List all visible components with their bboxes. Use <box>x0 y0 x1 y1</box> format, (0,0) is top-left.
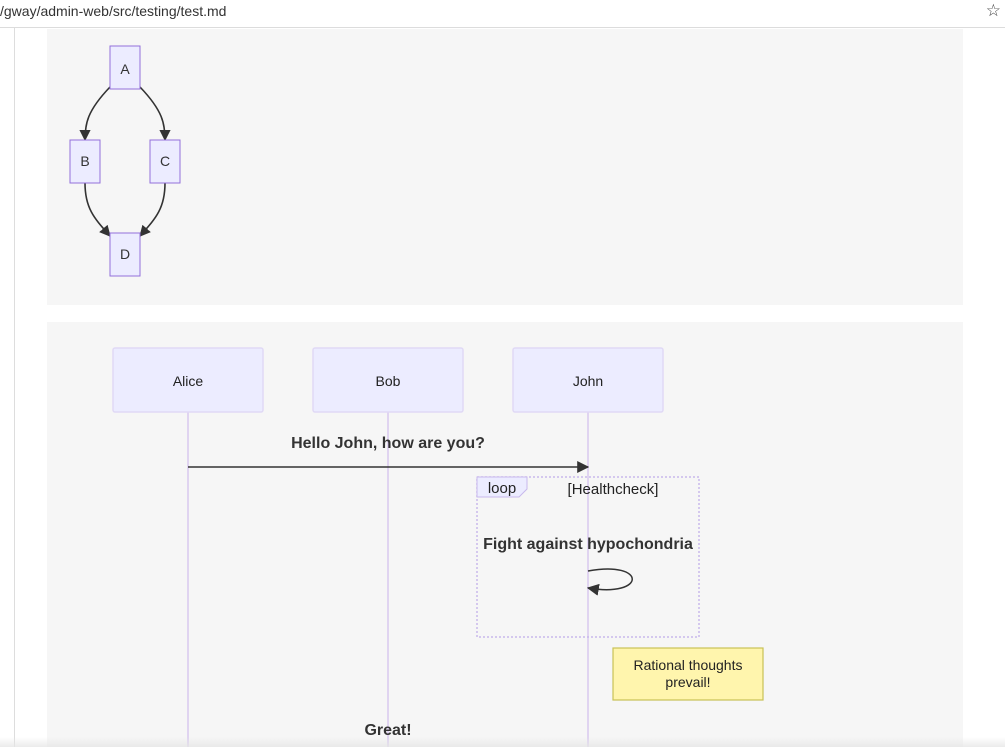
edge-a-c <box>139 86 171 142</box>
actor-john-label: John <box>573 373 603 389</box>
message-great-text: Great! <box>364 722 411 739</box>
message-self-text: Fight against hypochondria <box>483 536 693 553</box>
node-a: A <box>109 45 141 90</box>
actor-john: John <box>512 347 664 413</box>
address-bar[interactable]: /gway/admin-web/src/testing/test.md ☆ <box>0 0 1005 28</box>
note: Rational thoughts prevail! <box>612 647 764 701</box>
actor-bob-label: Bob <box>376 373 401 389</box>
edge-c-d <box>139 182 166 237</box>
node-d: D <box>109 232 141 277</box>
note-line-2: prevail! <box>665 674 710 690</box>
node-c: C <box>149 139 181 184</box>
actor-alice: Alice <box>112 347 264 413</box>
message-self-arrow <box>586 568 633 596</box>
node-b: B <box>69 139 101 184</box>
message-hello-text: Hello John, how are you? <box>291 435 485 452</box>
node-c-label: C <box>160 153 170 169</box>
url-text[interactable]: /gway/admin-web/src/testing/test.md <box>0 3 227 19</box>
loop-title: loop <box>488 480 516 497</box>
loop-box: loop [Healthcheck] <box>476 476 700 638</box>
sequence-panel: Alice Bob John Hello John, how are you? … <box>47 322 963 747</box>
actor-alice-label: Alice <box>173 373 204 389</box>
sequence-diagram: Alice Bob John Hello John, how are you? … <box>112 347 764 747</box>
page-border <box>14 28 15 747</box>
node-a-label: A <box>120 61 130 77</box>
flowchart-diagram: A B C D <box>69 45 181 277</box>
edge-a-b <box>79 86 111 142</box>
flowchart-panel: A B C D <box>47 29 963 305</box>
node-d-label: D <box>120 246 130 262</box>
loop-condition: [Healthcheck] <box>568 481 659 498</box>
edge-b-d <box>84 182 111 237</box>
note-line-1: Rational thoughts <box>634 657 743 673</box>
node-b-label: B <box>80 153 89 169</box>
star-icon[interactable]: ☆ <box>985 1 1001 21</box>
actor-bob: Bob <box>312 347 464 413</box>
